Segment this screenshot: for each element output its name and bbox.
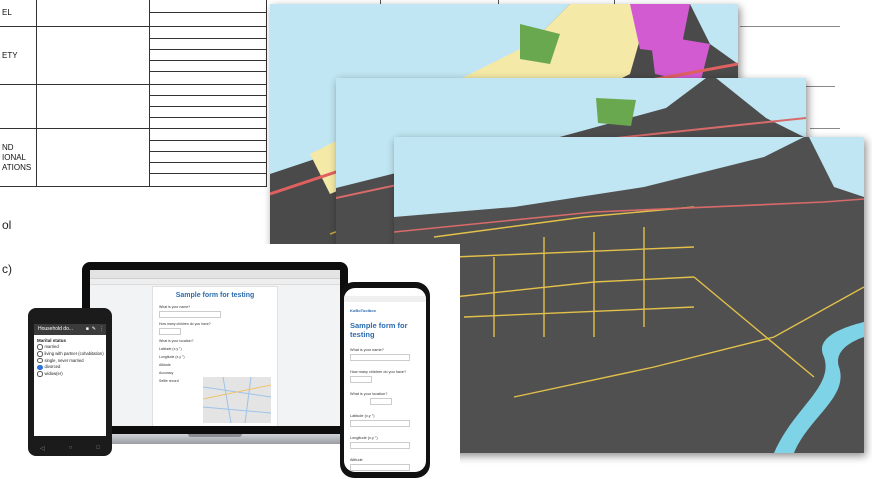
table-row-label: EL — [0, 0, 37, 27]
grid-line — [498, 0, 499, 6]
radio-option[interactable]: single, never married — [37, 358, 106, 364]
status-bar — [344, 288, 426, 296]
form-title: Sample form for testing — [350, 321, 408, 339]
app-toolbar: Household do... ■ ✎ ⋮ — [34, 324, 106, 335]
browser-toolbar — [90, 270, 340, 279]
grid-line — [740, 26, 840, 27]
grid-line — [380, 0, 381, 6]
iphone: KoBoToolbox Sample form for testing What… — [340, 282, 430, 478]
radio-option[interactable]: married — [37, 344, 106, 350]
save-icon[interactable]: ■ — [85, 326, 89, 332]
radio-option[interactable]: widow(er) — [37, 371, 106, 377]
grid-line — [805, 86, 835, 87]
android-phone: Household do... ■ ✎ ⋮ Marital status mar… — [28, 308, 112, 456]
laptop-base — [62, 434, 368, 444]
device-composite: Sample form for testing What is your nam… — [20, 244, 460, 479]
question-label: Marital status — [37, 338, 67, 343]
background-table: EL ETY ND IONAL ATIONS — [0, 0, 267, 187]
map-sheet-roads — [394, 137, 864, 453]
table-row-label — [0, 84, 37, 129]
name-input[interactable] — [159, 311, 221, 318]
home-icon[interactable]: ○ — [68, 445, 73, 451]
locate-button[interactable] — [370, 398, 392, 405]
table-row-label: ND IONAL ATIONS — [0, 128, 37, 187]
radio-option[interactable]: living with partner (cohabitation) — [37, 351, 106, 357]
children-input[interactable] — [159, 328, 181, 335]
name-input[interactable] — [350, 354, 410, 361]
table-row-label: ETY — [0, 26, 37, 85]
url-bar[interactable] — [344, 296, 426, 302]
grid-line — [614, 0, 615, 6]
grid-line — [810, 128, 840, 129]
longitude-input[interactable] — [350, 442, 410, 449]
more-icon[interactable]: ⋮ — [99, 326, 104, 332]
brand-logo: KoBoToolbox — [350, 308, 376, 313]
radio-button[interactable] — [37, 357, 43, 364]
text-fragment: ol — [2, 218, 12, 232]
browser-tab-strip — [90, 279, 340, 285]
web-form: Sample form for testing What is your nam… — [152, 286, 278, 426]
text-fragment: c) — [2, 262, 12, 276]
form-title: Sample form for testing — [175, 292, 255, 299]
laptop-screen: Sample form for testing What is your nam… — [82, 262, 348, 434]
edit-icon[interactable]: ✎ — [91, 326, 96, 332]
radio-button[interactable] — [37, 371, 43, 377]
altitude-input[interactable] — [350, 464, 410, 471]
children-input[interactable] — [350, 376, 372, 383]
android-nav-bar: ◁ ○ □ — [28, 445, 112, 452]
recents-icon[interactable]: □ — [96, 445, 100, 451]
back-icon[interactable]: ◁ — [40, 446, 45, 452]
radio-button[interactable] — [37, 351, 43, 357]
radio-button-selected[interactable] — [37, 364, 43, 371]
app-title: Household do... — [38, 326, 74, 332]
location-minimap[interactable] — [202, 376, 272, 424]
latitude-input[interactable] — [350, 420, 410, 427]
radio-button[interactable] — [37, 344, 43, 350]
radio-option[interactable]: divorced — [37, 364, 106, 371]
